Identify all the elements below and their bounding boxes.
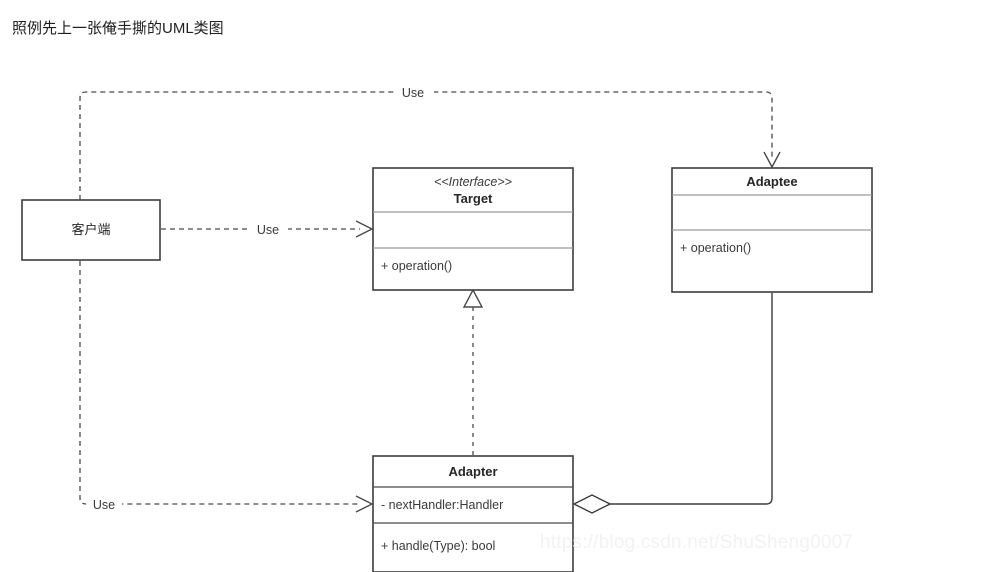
edge-client-uses-adaptee[interactable]: Use xyxy=(79,83,781,200)
edge-client-uses-target[interactable]: Use xyxy=(161,220,374,238)
adaptee-operation-0: + operation() xyxy=(680,241,751,255)
csdn-watermark: https://blog.csdn.net/ShuSheng0007 xyxy=(540,532,854,553)
adapter-attribute-0: - nextHandler:Handler xyxy=(381,498,503,512)
open-arrowhead xyxy=(763,151,781,169)
page-title: 照例先上一张俺手撕的UML类图 xyxy=(12,20,224,37)
adapter-class-name: Adapter xyxy=(448,464,497,479)
target-stereotype: <<Interface>> xyxy=(434,175,512,189)
target-class-name: Target xyxy=(454,191,493,206)
uml-node-adaptee[interactable]: Adaptee + operation() xyxy=(671,167,873,293)
edge-label-backdrop xyxy=(394,83,434,101)
uml-node-adapter[interactable]: Adapter - nextHandler:Handler + handle(T… xyxy=(372,455,574,572)
open-arrowhead xyxy=(355,220,374,238)
client-box-outline xyxy=(21,199,161,261)
target-operation-0: + operation() xyxy=(381,259,452,273)
edge-adapter-implements-target[interactable] xyxy=(462,288,484,455)
client-name: 客户端 xyxy=(71,222,110,237)
dependency-line xyxy=(79,261,360,505)
edge-client-uses-adapter[interactable]: Use xyxy=(79,261,374,513)
hollow-diamond-end xyxy=(572,494,612,514)
edge-label-use-target: Use xyxy=(257,223,279,237)
edge-label-backdrop xyxy=(250,220,288,238)
edge-label-backdrop xyxy=(86,495,122,513)
aggregation-line xyxy=(592,293,773,505)
adaptee-class-name: Adaptee xyxy=(746,174,797,189)
edge-adapter-aggregates-adaptee[interactable] xyxy=(572,293,773,514)
adapter-box-outline xyxy=(372,455,574,572)
edge-label-use-adaptee: Use xyxy=(402,86,424,100)
target-box-outline xyxy=(372,167,574,291)
uml-node-client[interactable]: 客户端 xyxy=(21,199,161,261)
adapter-operation-0: + handle(Type): bool xyxy=(381,539,495,553)
edge-label-use-adapter: Use xyxy=(93,498,115,512)
uml-node-target[interactable]: <<Interface>> Target + operation() xyxy=(372,167,574,291)
open-arrowhead xyxy=(355,495,374,513)
hollow-triangle-arrowhead xyxy=(462,288,484,308)
